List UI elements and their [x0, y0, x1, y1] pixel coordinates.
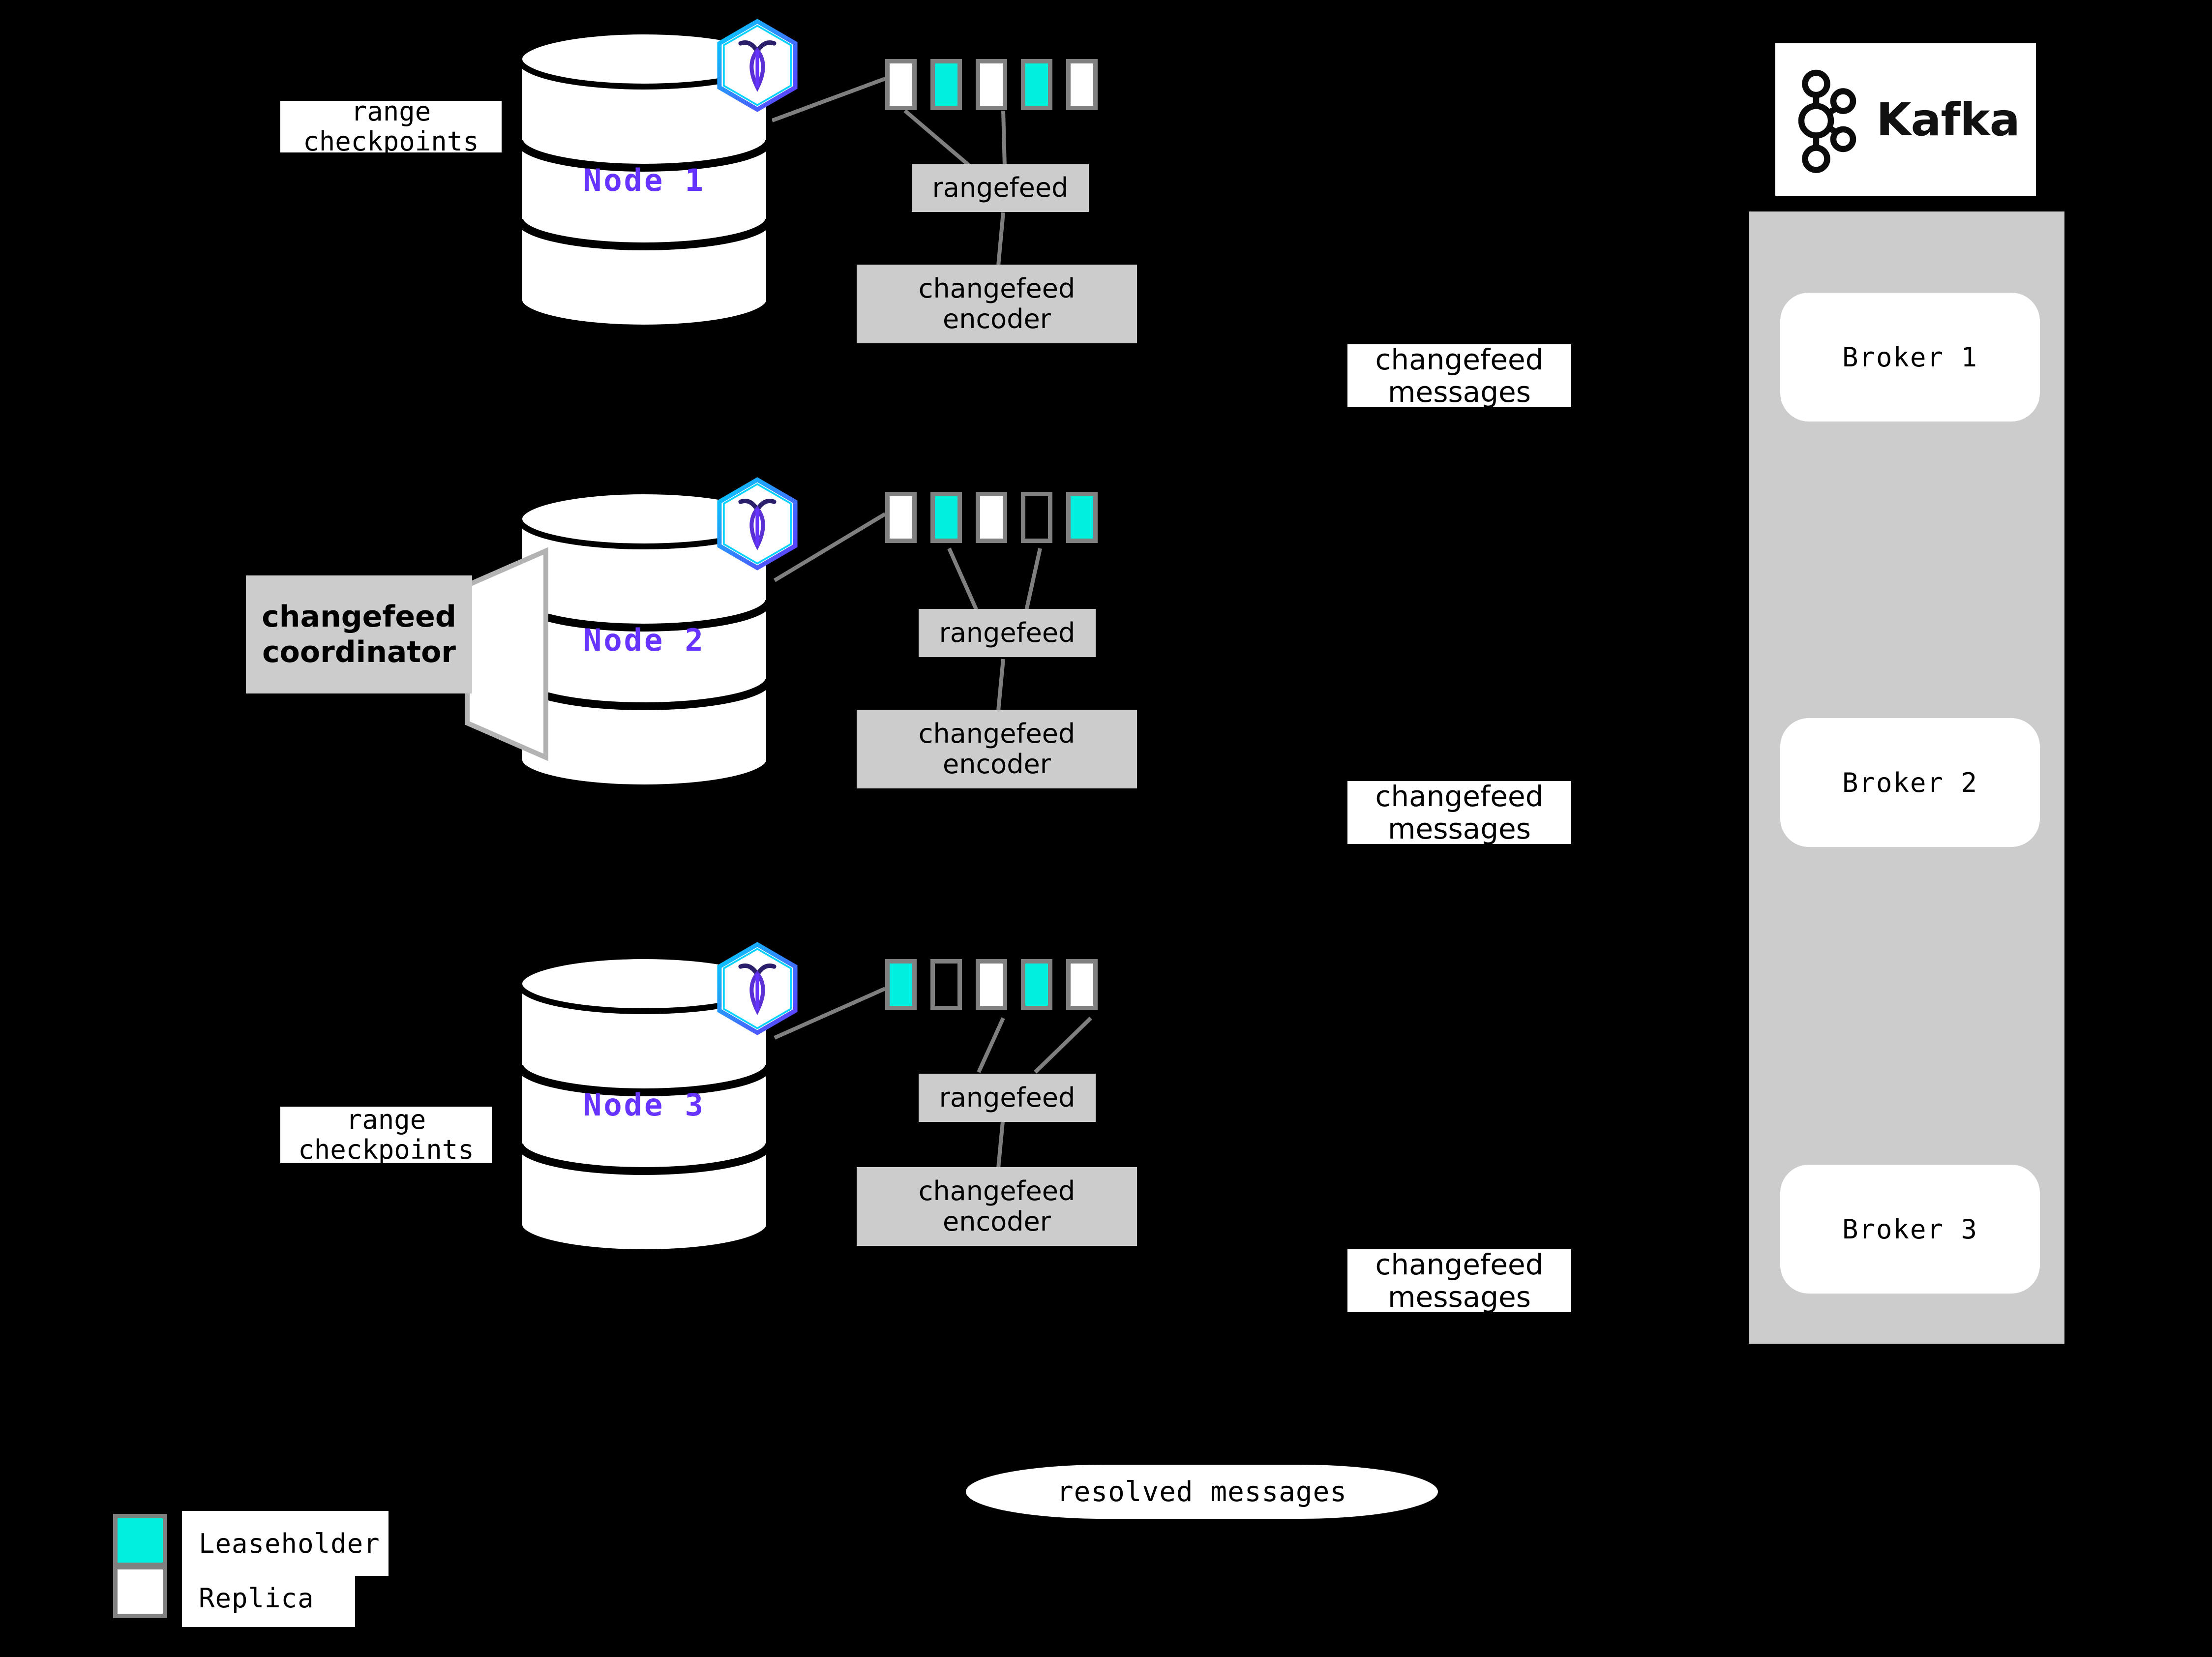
messages-line-1: changefeed	[1375, 781, 1544, 813]
changefeed-messages-label-1: changefeed messages	[1347, 344, 1571, 407]
encoder-line-2: encoder	[943, 303, 1051, 334]
encoder-line-2: encoder	[943, 749, 1051, 780]
changefeed-coordinator-box[interactable]: changefeed coordinator	[246, 575, 472, 693]
encoder-line-1: changefeed	[918, 1175, 1076, 1206]
node-3-rangefeed-box[interactable]: rangefeed	[919, 1074, 1096, 1122]
node-3-range-checkpoints-label: range checkpoints	[280, 1104, 492, 1165]
node-3-cylinder: Node 3	[515, 953, 773, 1255]
range-box[interactable]	[1066, 59, 1098, 110]
coordinator-line-1: changefeed	[262, 600, 456, 634]
kafka-node-graph-icon	[1798, 69, 1856, 173]
cockroachdb-hexagon-icon	[713, 942, 802, 1035]
range-box[interactable]	[1021, 59, 1052, 110]
range-checkpoints-line-2: checkpoints	[298, 1134, 474, 1165]
cockroachdb-hexagon-icon	[713, 477, 802, 571]
range-box[interactable]	[885, 59, 917, 110]
node-2-range-row	[885, 492, 1098, 543]
node-1-range-row	[885, 59, 1098, 110]
encoder-line-2: encoder	[943, 1206, 1051, 1237]
range-box[interactable]	[1021, 959, 1052, 1010]
kafka-wordmark: Kafka	[1876, 93, 2020, 146]
node-2-changefeed-encoder-box[interactable]: changefeed encoder	[857, 710, 1137, 788]
range-box[interactable]	[1066, 959, 1098, 1010]
changefeed-messages-label-3: changefeed messages	[1347, 1249, 1571, 1312]
cockroachdb-hexagon-icon	[713, 19, 802, 112]
encoder-line-1: changefeed	[918, 272, 1076, 304]
node-1-rangefeed-box[interactable]: rangefeed	[912, 164, 1089, 212]
messages-line-2: messages	[1388, 375, 1531, 407]
messages-line-2: messages	[1388, 1280, 1531, 1312]
range-box[interactable]	[930, 492, 962, 543]
broker-1-box[interactable]: Broker 1	[1780, 293, 2040, 422]
node-1-range-checkpoints-label: range checkpoints	[280, 101, 502, 152]
broker-2-box[interactable]: Broker 2	[1780, 718, 2040, 847]
changefeed-messages-label-2: changefeed messages	[1347, 781, 1571, 844]
changefeed-coordinator-pointer	[462, 547, 551, 761]
legend-swatch-leaseholder	[113, 1514, 167, 1567]
range-box[interactable]	[1021, 492, 1052, 543]
range-box[interactable]	[930, 959, 962, 1010]
coordinator-line-2: coordinator	[262, 635, 456, 669]
node-1-cylinder: Node 1	[515, 29, 773, 331]
messages-line-1: changefeed	[1375, 344, 1544, 376]
node-1-label: Node 1	[583, 162, 705, 198]
resolved-messages-pill[interactable]: resolved messages	[966, 1465, 1438, 1519]
legend-label-leaseholder: Leaseholder	[182, 1511, 389, 1576]
range-box[interactable]	[885, 959, 917, 1010]
node-2-cylinder: Node 2	[515, 488, 773, 790]
node-3-label: Node 3	[583, 1087, 705, 1123]
range-checkpoints-line-1: range	[351, 101, 431, 127]
node-3-range-row	[885, 959, 1098, 1010]
range-box[interactable]	[976, 492, 1007, 543]
kafka-logo: Kafka	[1775, 43, 2036, 196]
encoder-line-1: changefeed	[918, 718, 1076, 749]
node-2-rangefeed-box[interactable]: rangefeed	[919, 609, 1096, 657]
range-box[interactable]	[1066, 492, 1098, 543]
node-3-changefeed-encoder-box[interactable]: changefeed encoder	[857, 1167, 1137, 1246]
node-2-label: Node 2	[583, 622, 705, 658]
node-1-changefeed-encoder-box[interactable]: changefeed encoder	[857, 265, 1137, 343]
legend: Leaseholder Replica	[113, 1511, 408, 1632]
messages-line-1: changefeed	[1375, 1249, 1544, 1281]
range-checkpoints-line-2: checkpoints	[303, 125, 479, 152]
legend-swatch-replica	[113, 1565, 167, 1618]
range-box[interactable]	[885, 492, 917, 543]
legend-label-replica: Replica	[182, 1569, 355, 1627]
range-checkpoints-line-1: range	[346, 1104, 426, 1136]
range-box[interactable]	[976, 59, 1007, 110]
messages-line-2: messages	[1388, 812, 1531, 844]
broker-3-box[interactable]: Broker 3	[1780, 1165, 2040, 1294]
range-box[interactable]	[976, 959, 1007, 1010]
range-box[interactable]	[930, 59, 962, 110]
